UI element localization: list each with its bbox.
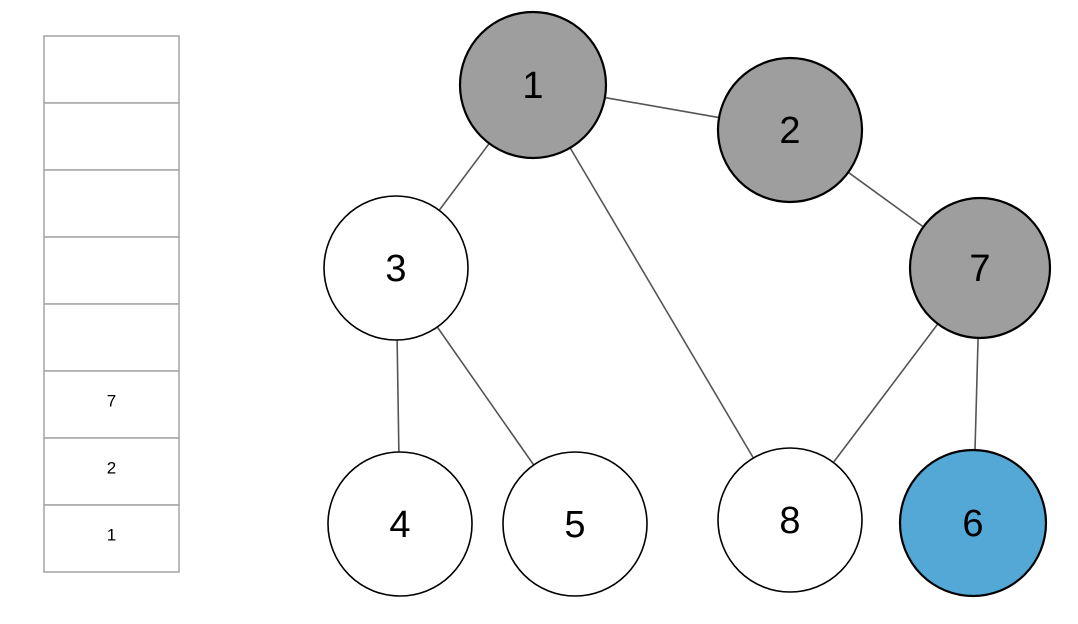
graph-node-4[interactable]: 4 [327,451,473,597]
stack-cell [43,370,180,439]
graph-node-6[interactable]: 6 [898,448,1048,598]
node-label: 8 [779,500,800,542]
node-circle[interactable] [323,195,469,341]
graph-edge-7-8 [832,323,939,463]
stack-cell-value: 1 [107,526,116,545]
stack-cell-value: 7 [107,392,116,411]
graph-node-1[interactable]: 1 [458,10,608,160]
node-label: 6 [962,503,983,545]
stack-cell-value: 2 [107,459,116,478]
node-label: 2 [779,110,800,152]
graph-node-3[interactable]: 3 [323,195,469,341]
stack-cell [43,236,180,305]
graph-node-2[interactable]: 2 [716,56,864,204]
graph-edges [396,96,979,466]
stack-cell [43,504,180,573]
graph-node-8[interactable]: 8 [717,447,863,593]
stack-cell [43,303,180,372]
node-label: 4 [389,504,410,546]
graph-nodes: 1 2 3 7 4 5 8 6 [323,10,1052,598]
graph-node-5[interactable]: 5 [502,451,648,597]
node-label: 5 [564,504,585,546]
stack-cell [43,437,180,506]
graph-edge-3-5 [436,326,535,466]
graph-edge-7-6 [974,337,979,451]
stack-panel: 7 2 1 [43,35,180,573]
stack-cell [43,102,180,171]
node-circle[interactable] [458,10,608,160]
graph-edge-1-2 [604,96,720,119]
node-circle[interactable] [716,56,864,204]
node-circle[interactable] [908,196,1052,340]
graph-edge-1-3 [438,142,490,211]
node-circle[interactable] [502,451,648,597]
node-circle[interactable] [898,448,1048,598]
graph-node-7[interactable]: 7 [908,196,1052,340]
graph-edge-3-4 [396,339,400,453]
stack-cell [43,35,180,104]
node-circle[interactable] [327,451,473,597]
graph-edge-1-8 [569,147,755,459]
graph-edge-2-7 [847,171,924,228]
node-label: 1 [522,65,543,107]
node-label: 7 [969,248,990,290]
stack-cell [43,169,180,238]
node-circle[interactable] [717,447,863,593]
node-label: 3 [385,248,406,290]
